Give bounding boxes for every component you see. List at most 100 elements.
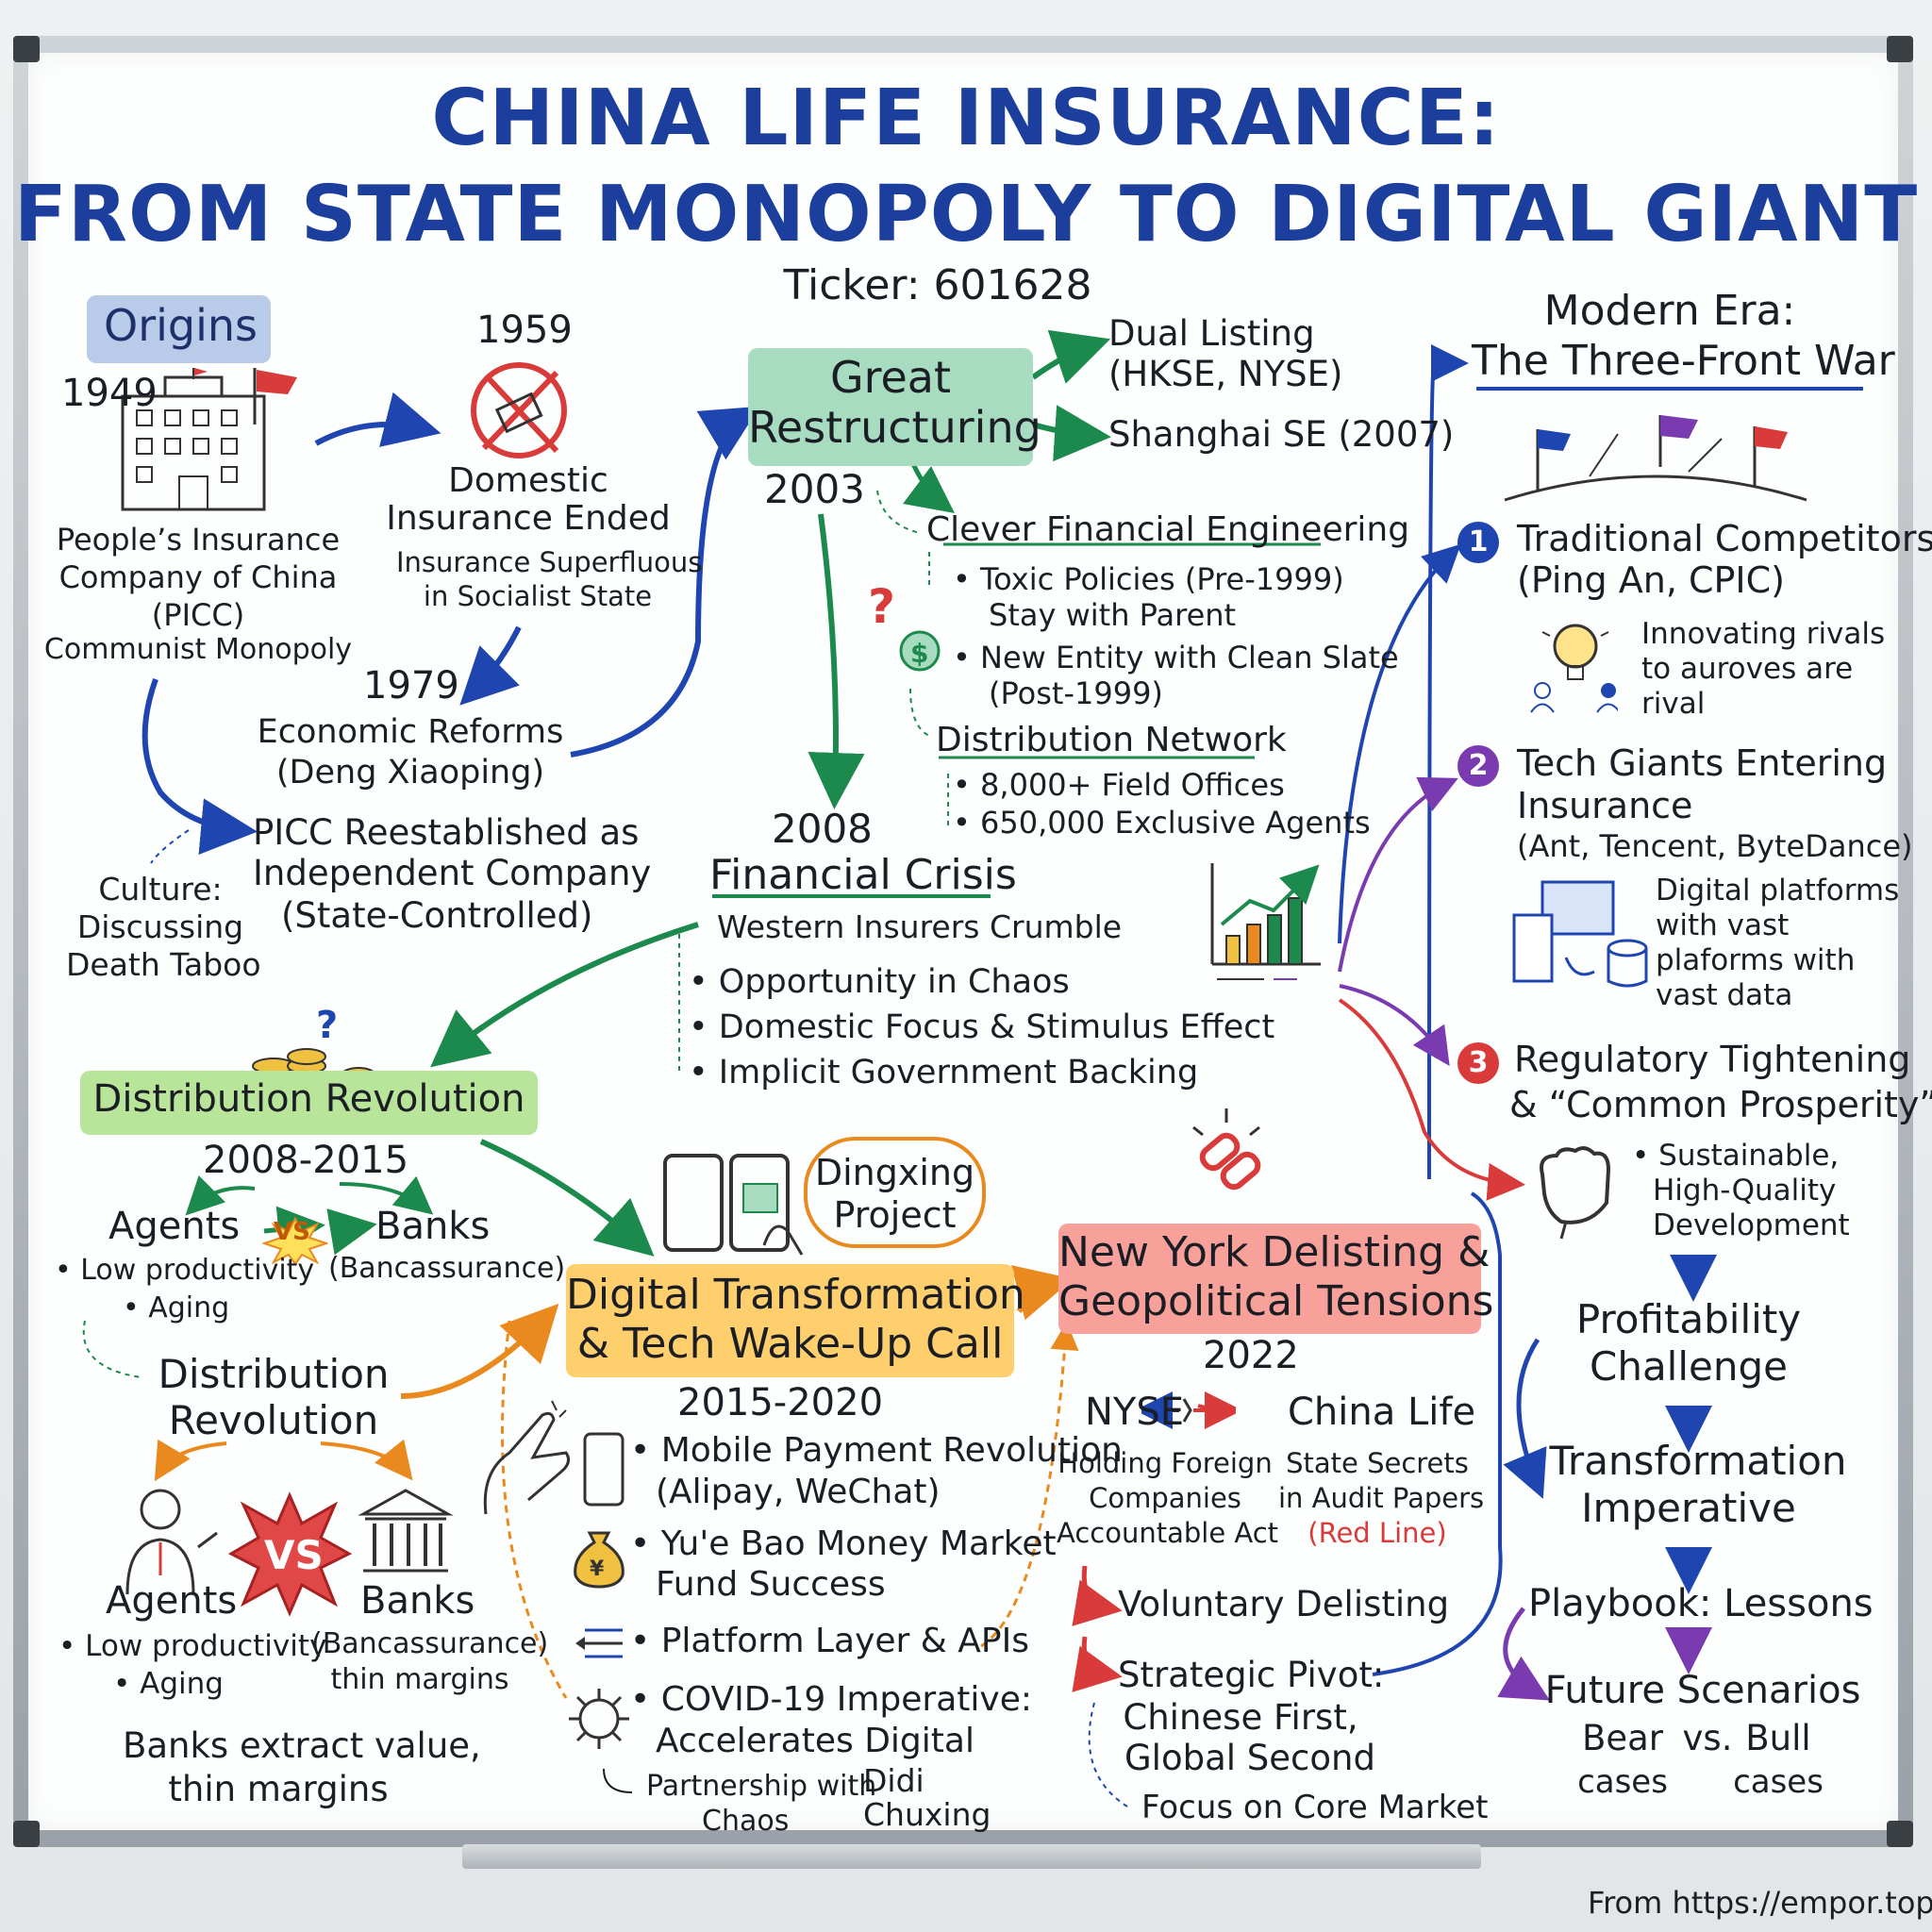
financial-crisis-label: Financial Crisis bbox=[709, 851, 1017, 899]
front1-line1: Traditional Competitors bbox=[1517, 518, 1932, 559]
covid-line1: COVID-19 Imperative: bbox=[630, 1680, 1032, 1719]
culture-line1: Culture: bbox=[98, 871, 223, 908]
digital-years: 2015-2020 bbox=[677, 1381, 884, 1424]
government-building-icon bbox=[121, 368, 297, 511]
banks-extract-line2: thin margins bbox=[168, 1769, 389, 1809]
vs-burst-icon bbox=[262, 1217, 328, 1264]
reestablished-line3: (State-Controlled) bbox=[281, 895, 593, 936]
bancassurance-2-line2: thin margins bbox=[330, 1663, 509, 1696]
toxic-line1: Toxic Policies (Pre-1999) bbox=[953, 562, 1344, 597]
modern-label-line1: Modern Era: bbox=[1543, 287, 1796, 335]
frame-corner bbox=[1887, 36, 1913, 62]
frame-corner bbox=[13, 1821, 40, 1847]
growth-chart-icon bbox=[1210, 863, 1321, 980]
front2-line2: Insurance bbox=[1517, 785, 1693, 826]
shanghai-listing: Shanghai SE (2007) bbox=[1108, 414, 1455, 455]
yuebao-line2: Fund Success bbox=[656, 1565, 886, 1604]
red-line: (Red Line) bbox=[1307, 1517, 1447, 1549]
bull-line2: cases bbox=[1733, 1763, 1824, 1801]
delisting-label-line2: Geopolitical Tensions bbox=[1058, 1277, 1494, 1325]
voluntary-delisting: Voluntary Delisting bbox=[1118, 1584, 1450, 1624]
transformation-line2: Imperative bbox=[1581, 1485, 1796, 1531]
restructuring-label-line2: Restructuring bbox=[748, 402, 1041, 453]
hfca-line1: Holding Foreign bbox=[1058, 1447, 1273, 1479]
culture-line2: Discussing bbox=[76, 908, 244, 945]
year-1949: 1949 bbox=[61, 372, 158, 415]
hfca-line2: Companies bbox=[1089, 1482, 1241, 1514]
front2-note-line4: vast data bbox=[1656, 978, 1793, 1012]
banks-extract-line1: Banks extract value, bbox=[123, 1725, 481, 1766]
pivot-line1: Strategic Pivot: bbox=[1118, 1655, 1385, 1695]
front2-note-line2: with vast bbox=[1656, 908, 1790, 942]
origins-box bbox=[87, 295, 271, 363]
secrets-line1: State Secrets bbox=[1286, 1447, 1469, 1479]
front3-line1: Regulatory Tightening bbox=[1514, 1039, 1911, 1080]
front1-line2: (Ping An, CPIC) bbox=[1517, 559, 1785, 601]
playbook-lessons: Playbook: Lessons bbox=[1528, 1582, 1874, 1625]
low-productivity: Low productivity bbox=[55, 1255, 314, 1287]
front2-line1: Tech Giants Entering bbox=[1517, 742, 1888, 784]
bancassurance-label: (Bancassurance) bbox=[328, 1252, 566, 1285]
svg-text:?: ? bbox=[316, 1004, 338, 1047]
front1-note-line3: rival bbox=[1641, 687, 1706, 721]
front3-note-line3: Development bbox=[1653, 1208, 1850, 1242]
year-2022: 2022 bbox=[1203, 1334, 1299, 1377]
distribution-revolution-line1: Distribution bbox=[158, 1351, 390, 1397]
distribution-revolution-label: Distribution Revolution bbox=[92, 1077, 525, 1121]
vs-label: VS bbox=[274, 1218, 310, 1246]
year-1959: 1959 bbox=[476, 308, 573, 352]
reestablished-line1: PICC Reestablished as bbox=[253, 812, 640, 853]
reforms-line2: (Deng Xiaoping) bbox=[275, 754, 545, 791]
dingxing-bubble bbox=[804, 1137, 986, 1248]
front1-note-line2: to auroves are bbox=[1641, 652, 1854, 686]
tension-arrows-icon bbox=[1141, 1391, 1236, 1429]
picc-line1: People’s Insurance bbox=[56, 522, 341, 558]
aging: Aging bbox=[123, 1292, 229, 1324]
bull-line1: Bull bbox=[1745, 1718, 1811, 1758]
front3-line2: & “Common Prosperity” bbox=[1509, 1084, 1932, 1125]
agents-label: Agents bbox=[108, 1205, 241, 1248]
china-life-label: China Life bbox=[1288, 1391, 1476, 1434]
picc-line3: (PICC) bbox=[151, 597, 245, 633]
yuebao-line1: Yu'e Bao Money Market bbox=[630, 1524, 1057, 1563]
field-offices: 8,000+ Field Offices bbox=[953, 768, 1285, 803]
raised-fist-icon bbox=[1540, 1146, 1611, 1240]
mobile-phone-icon bbox=[583, 1432, 625, 1507]
partnership-line2: Chaos bbox=[702, 1805, 790, 1838]
front1-note-line1: Innovating rivals bbox=[1641, 617, 1886, 651]
front3-note-line1: Sustainable, bbox=[1632, 1140, 1839, 1173]
aging-2: Aging bbox=[113, 1668, 224, 1701]
modern-label-line2: The Three-Front War bbox=[1472, 337, 1895, 385]
covid-line2: Accelerates Digital bbox=[656, 1722, 974, 1760]
mobile-payment-line2: (Alipay, WeChat) bbox=[656, 1473, 941, 1511]
distribution-revolution-box bbox=[80, 1071, 538, 1135]
svg-text:¥: ¥ bbox=[590, 1557, 605, 1581]
title-line2: FROM STATE MONOPOLY TO DIGITAL GIANT bbox=[13, 170, 1919, 259]
year-2008: 2008 bbox=[772, 806, 873, 852]
distribution-revolution-line2: Revolution bbox=[168, 1397, 379, 1443]
digital-transformation-box bbox=[566, 1264, 1014, 1377]
culture-line3: Death Taboo bbox=[66, 946, 261, 983]
dingxing-line1: Dingxing bbox=[814, 1152, 975, 1193]
agent-person-icon bbox=[125, 1489, 218, 1595]
year-1979: 1979 bbox=[363, 664, 459, 708]
smartphones-icon bbox=[663, 1154, 804, 1256]
platform-layer: Platform Layer & APIs bbox=[630, 1622, 1029, 1660]
dingxing-line2: Project bbox=[833, 1194, 957, 1236]
vs-label-2: VS bbox=[264, 1532, 324, 1578]
focus-core-market: Focus on Core Market bbox=[1141, 1789, 1489, 1826]
reestablished-line2: Independent Company bbox=[253, 853, 652, 893]
profitability-line1: Profitability bbox=[1575, 1296, 1802, 1342]
money-bag-icon: ¥ bbox=[574, 1531, 625, 1589]
front2-note-line3: plaforms with bbox=[1656, 943, 1856, 977]
agents-label-2: Agents bbox=[106, 1579, 238, 1623]
reforms-line1: Economic Reforms bbox=[257, 713, 564, 751]
ticker: Ticker: 601628 bbox=[783, 261, 1092, 309]
origins-label: Origins bbox=[104, 300, 258, 351]
prohibited-icon bbox=[471, 362, 567, 458]
front3-note-line2: High-Quality bbox=[1653, 1174, 1837, 1208]
dual-listing-line2: (HKSE, NYSE) bbox=[1108, 354, 1343, 394]
question-dollar-icon: ? $ bbox=[868, 579, 941, 672]
devices-database-icon bbox=[1512, 880, 1648, 988]
